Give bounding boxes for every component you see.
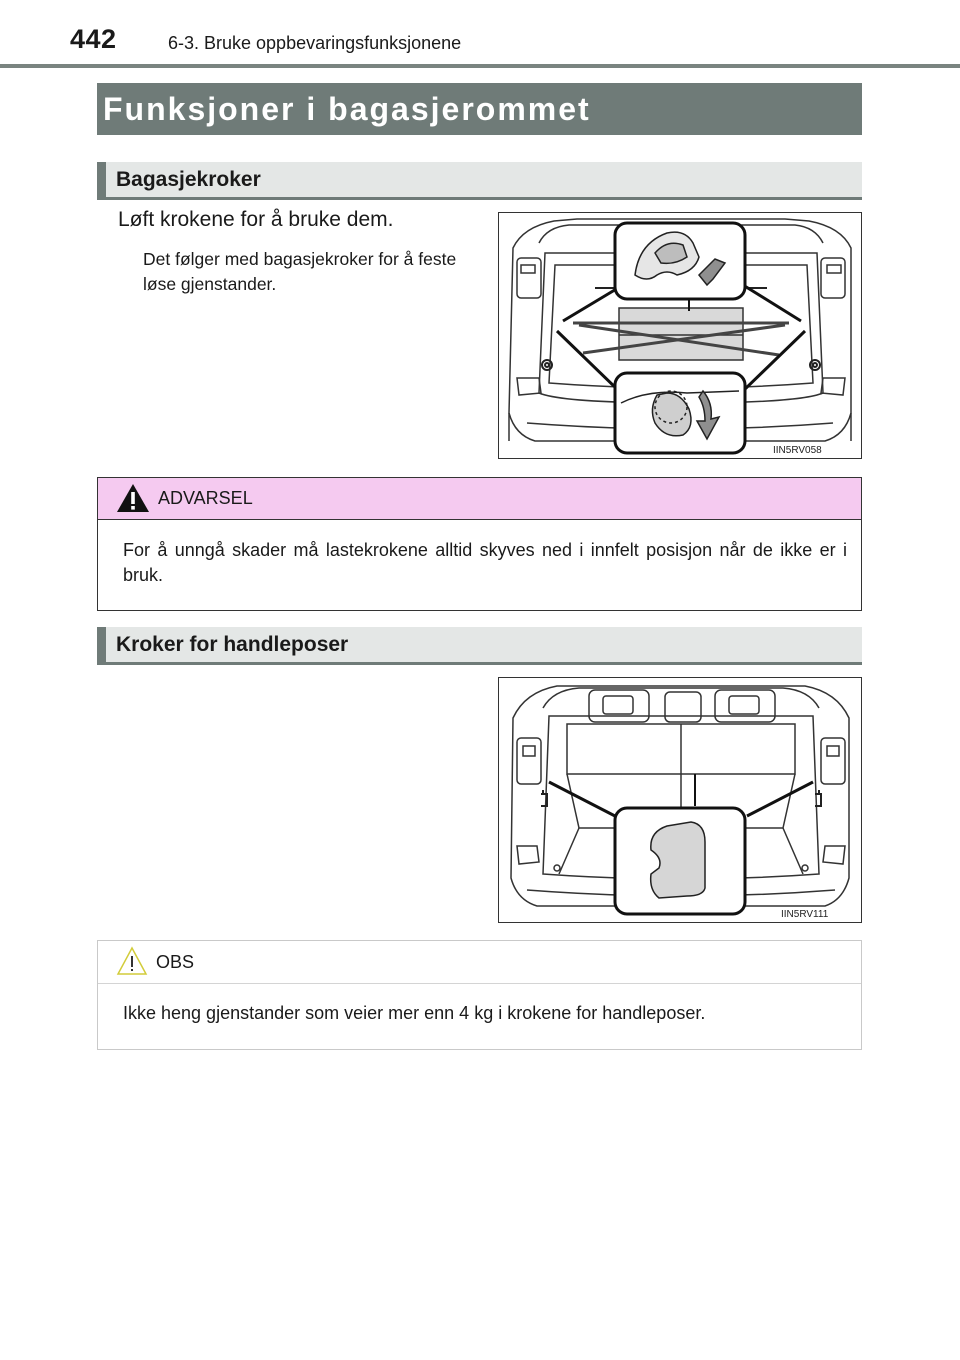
shopping-bag-hook-illustration: IIN5RV111	[498, 677, 862, 923]
section-heading-shopping-bag-hooks: Kroker for handleposer	[97, 627, 862, 665]
header-rule	[0, 64, 960, 68]
notice-box: OBS Ikke heng gjenstander som veier mer …	[97, 940, 862, 1050]
instruction-body: Det følger med bagasjekroker for å feste…	[143, 249, 457, 294]
section-heading-luggage-hooks: Bagasjekroker	[97, 162, 862, 200]
cargo-area-seats-drawing: IIN5RV111	[510, 685, 850, 920]
notice-header: OBS	[98, 941, 861, 984]
instruction-lead: Løft krokene for å bruke dem.	[118, 208, 394, 231]
warning-text: For å unngå skader må lastekrokene allti…	[123, 540, 847, 585]
cargo-area-drawing: IIN5RV058	[508, 218, 852, 456]
page-number: 442	[70, 24, 117, 54]
caution-triangle-outline-icon	[116, 946, 148, 975]
warning-title: ADVARSEL	[158, 488, 253, 508]
warning-box: ADVARSEL For å unngå skader må lastekrok…	[97, 477, 862, 611]
figure-code: IIN5RV111	[781, 909, 829, 920]
warning-header: ADVARSEL	[98, 478, 861, 520]
luggage-hook-illustration: IIN5RV058	[498, 212, 862, 459]
figure-code: IIN5RV058	[773, 445, 822, 456]
warning-triangle-icon	[117, 484, 149, 512]
notice-title: OBS	[156, 952, 195, 972]
page-title: Funksjoner i bagasjerommet	[97, 83, 862, 135]
notice-text: Ikke heng gjenstander som veier mer enn …	[123, 1003, 706, 1023]
running-head: 6-3. Bruke oppbevaringsfunksjonene	[168, 33, 462, 53]
